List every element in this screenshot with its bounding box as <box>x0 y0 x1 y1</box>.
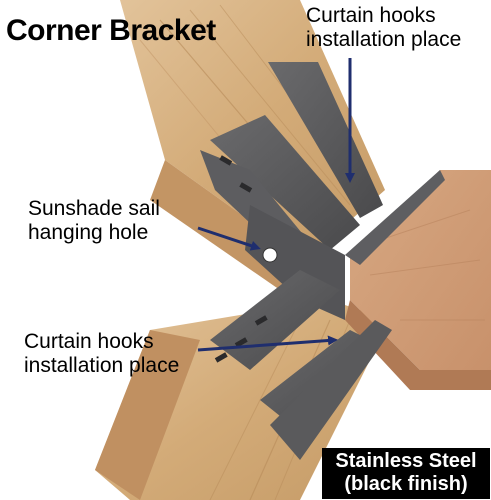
callout-line: hanging hole <box>28 220 149 244</box>
callout-sail-hanging-hole: Sunshade sail hanging hole <box>28 197 160 244</box>
callout-line: Sunshade sail <box>28 197 160 220</box>
lower-wood-beam <box>95 300 390 500</box>
page-title: Corner Bracket <box>6 14 216 47</box>
callout-curtain-hooks-lower: Curtain hooks installation place <box>24 330 179 377</box>
arrow-lower-callout <box>197 335 338 352</box>
badge-line: Stainless Steel <box>335 450 477 472</box>
callout-curtain-hooks-top: Curtain hooks installation place <box>306 4 461 51</box>
material-badge: Stainless Steel (black finish) <box>322 448 490 499</box>
callout-line: Curtain hooks <box>24 330 154 353</box>
badge-line: (black finish) <box>344 473 468 495</box>
callout-line: installation place <box>306 27 462 51</box>
callout-line: installation place <box>24 353 180 377</box>
arrow-hole-callout <box>197 226 261 251</box>
callout-line: Curtain hooks <box>306 4 436 27</box>
